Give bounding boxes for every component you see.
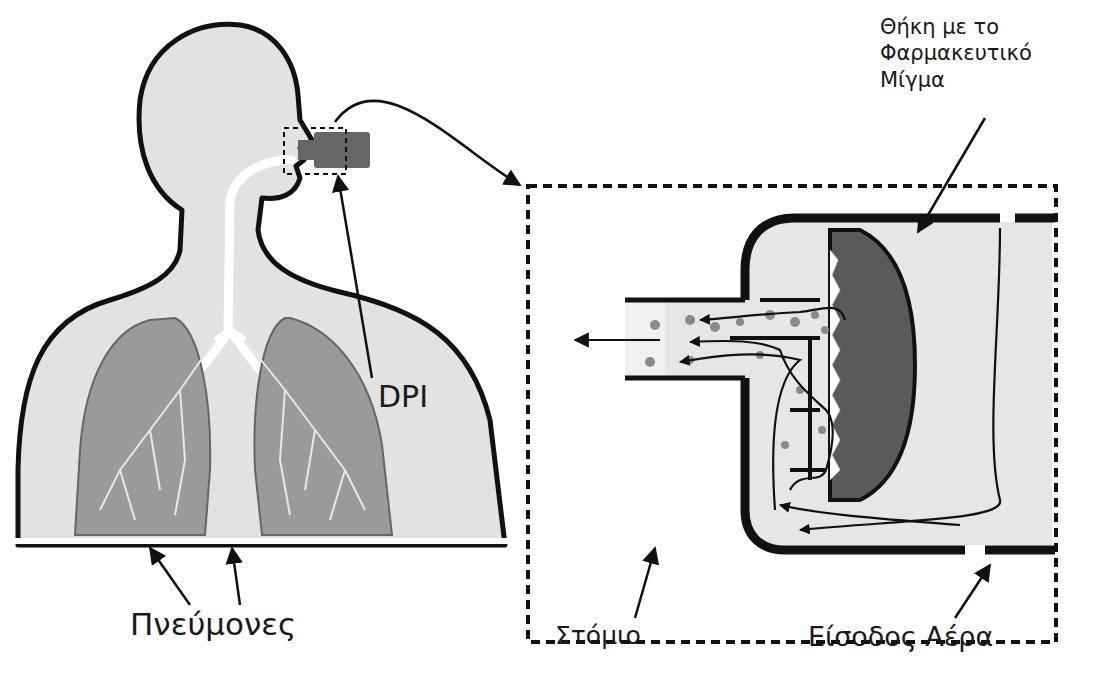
right-lung <box>254 318 392 535</box>
dpi-device <box>298 140 316 160</box>
drug-particles <box>645 310 829 449</box>
drug-capsule <box>830 230 915 500</box>
body-silhouette <box>18 24 505 545</box>
device-label: DPI <box>378 378 428 416</box>
part-label: Πνεύμονες <box>130 605 296 644</box>
part-label: Θήκη με το Φαρμακευτικό Μίγμα <box>880 14 1055 93</box>
part-label: Είσοδος Αέρα <box>808 620 993 654</box>
left-lung <box>75 318 210 535</box>
zoom-box <box>528 186 1056 642</box>
part-label: Στόμιο <box>555 620 641 651</box>
